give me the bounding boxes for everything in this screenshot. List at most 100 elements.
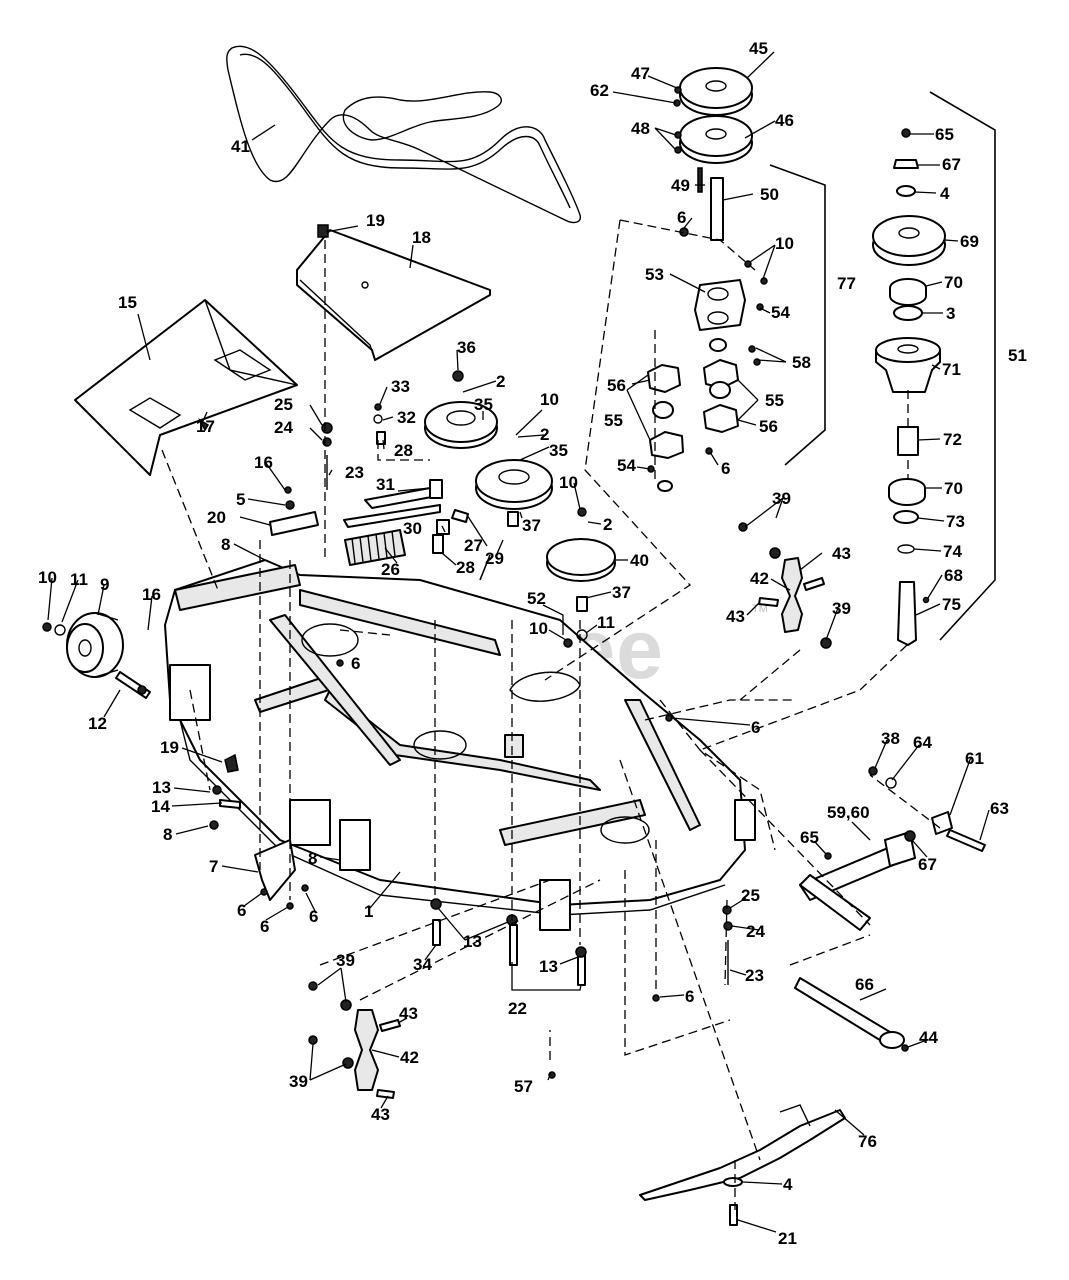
bracket-7[interactable] xyxy=(254,839,296,901)
label-67-b: 67 xyxy=(918,855,937,874)
label-16: 16 xyxy=(254,453,273,472)
bearing-flange-55-left[interactable] xyxy=(647,364,684,459)
washer-64 xyxy=(885,777,897,789)
label-57: 57 xyxy=(514,1077,533,1096)
label-34: 34 xyxy=(413,955,432,974)
label-25: 25 xyxy=(274,395,293,414)
bushing-28a xyxy=(376,431,386,445)
rod-66[interactable] xyxy=(794,977,905,1049)
nut-6a xyxy=(260,888,268,896)
deck-belt[interactable] xyxy=(226,45,582,224)
washer-73 xyxy=(893,510,919,524)
label-14: 14 xyxy=(151,797,170,816)
gauge-wheel[interactable] xyxy=(66,612,124,678)
lift-link-59-60[interactable] xyxy=(799,831,916,931)
shaft-50[interactable] xyxy=(710,177,724,241)
nut-6-left xyxy=(336,659,344,667)
bearing-70-upper[interactable] xyxy=(889,278,927,306)
label-48: 48 xyxy=(631,119,650,138)
label-19-left: 19 xyxy=(160,738,179,757)
bearing-flange-55-right[interactable] xyxy=(703,338,739,433)
label-39-b: 39 xyxy=(832,599,851,618)
label-6-c: 6 xyxy=(309,907,318,926)
label-43-c: 43 xyxy=(399,1004,418,1023)
pulley-45[interactable] xyxy=(679,67,753,116)
label-17: 17 xyxy=(196,417,215,436)
bolt-36 xyxy=(452,370,464,382)
spacer-72[interactable] xyxy=(897,426,919,456)
belt-cover[interactable] xyxy=(296,229,491,361)
label-67-a: 67 xyxy=(942,155,961,174)
label-47: 47 xyxy=(631,64,650,83)
washer-5 xyxy=(285,500,295,510)
pulley-46[interactable] xyxy=(679,115,753,164)
bracket-20[interactable] xyxy=(269,511,319,536)
label-11-wheel: 11 xyxy=(70,570,88,589)
washer-24 xyxy=(322,437,332,447)
label-10-b: 10 xyxy=(540,390,559,409)
label-25-b: 25 xyxy=(741,886,760,905)
clip-19-top xyxy=(317,224,329,238)
nut-6c xyxy=(301,884,309,892)
label-16-wheel: 16 xyxy=(142,585,161,604)
clip-19 xyxy=(224,753,239,773)
label-76: 76 xyxy=(858,1132,877,1151)
leader-lines xyxy=(47,51,990,1233)
wheel-bracket-42-lower[interactable] xyxy=(354,1009,379,1091)
wheel-bolt-12 xyxy=(115,671,151,699)
label-9: 9 xyxy=(100,575,109,594)
idler-pulley-upper[interactable] xyxy=(424,401,498,449)
mower-blade-76[interactable] xyxy=(639,1104,846,1201)
label-70-a: 70 xyxy=(944,273,963,292)
label-6-mid: 6 xyxy=(721,459,730,478)
label-75: 75 xyxy=(942,595,961,614)
mower-deck-housing[interactable] xyxy=(164,559,756,931)
label-15: 15 xyxy=(118,293,137,312)
bolt-16 xyxy=(284,486,292,494)
label-38: 38 xyxy=(881,729,900,748)
idler-pulley-lower[interactable] xyxy=(475,459,553,510)
pin-61[interactable] xyxy=(931,811,953,835)
label-72: 72 xyxy=(943,430,962,449)
washer-11-center xyxy=(576,629,588,641)
label-13-left: 13 xyxy=(152,778,171,797)
idler-bracket-53[interactable] xyxy=(694,279,746,331)
bolt-8 xyxy=(209,820,219,830)
idler-arm[interactable] xyxy=(343,479,469,528)
label-37-b: 37 xyxy=(612,583,631,602)
wheel-bracket-42-upper[interactable] xyxy=(781,557,803,633)
bearing-70-lower[interactable] xyxy=(888,478,926,506)
label-24-b: 24 xyxy=(746,922,765,941)
spindle-shaft-75[interactable] xyxy=(897,581,917,646)
bolt-58a xyxy=(748,345,756,353)
bolt-21 xyxy=(729,1204,738,1226)
idler-spring[interactable] xyxy=(344,529,406,566)
label-65-a: 65 xyxy=(935,125,954,144)
label-10-wheel: 10 xyxy=(38,568,57,587)
label-6-top: 6 xyxy=(677,208,686,227)
spindle-housing-71[interactable] xyxy=(875,337,941,393)
label-71: 71 xyxy=(942,360,961,379)
label-56-a: 56 xyxy=(607,376,626,395)
washer-32 xyxy=(373,414,383,424)
label-8-mid: 8 xyxy=(308,849,317,868)
label-68: 68 xyxy=(944,566,963,585)
label-42-b: 42 xyxy=(400,1048,419,1067)
label-6-right: 6 xyxy=(751,718,760,737)
label-2-c: 2 xyxy=(603,515,612,534)
spindle-pulley-69[interactable] xyxy=(872,215,946,266)
label-56-b: 56 xyxy=(759,417,778,436)
label-55-a: 55 xyxy=(604,411,623,430)
bolt-43b xyxy=(376,1089,395,1099)
label-4-b: 4 xyxy=(783,1175,793,1194)
nut-33 xyxy=(374,403,382,411)
discharge-shield[interactable] xyxy=(74,299,298,476)
label-29: 29 xyxy=(485,549,504,568)
mandrel-pulley-40[interactable] xyxy=(546,538,616,582)
label-27: 27 xyxy=(464,536,483,555)
nut-6b xyxy=(286,902,294,910)
bolt-22b xyxy=(577,954,586,986)
label-39-c: 39 xyxy=(336,951,355,970)
label-61: 61 xyxy=(965,749,984,768)
nut-10-center xyxy=(563,638,573,648)
